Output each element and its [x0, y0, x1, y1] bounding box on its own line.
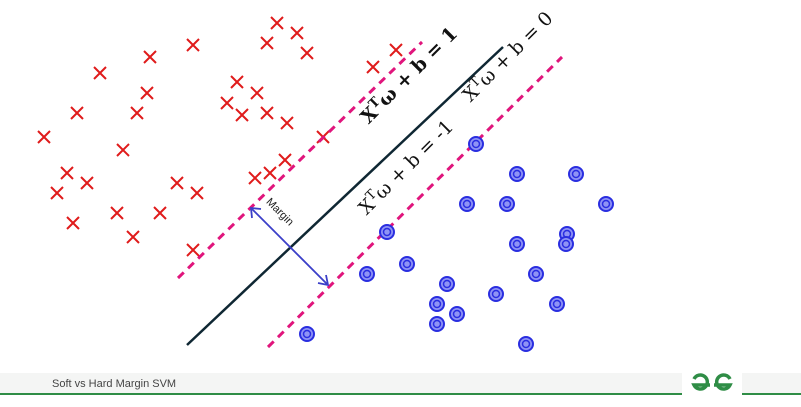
cross-point: [60, 166, 74, 180]
cross-point: [110, 206, 124, 220]
circle-point: [558, 236, 574, 252]
lower-margin-line: [266, 55, 564, 349]
circle-point: [499, 196, 515, 212]
cross-point: [93, 66, 107, 80]
cross-point: [250, 86, 264, 100]
cross-point: [389, 43, 403, 57]
cross-point: [130, 106, 144, 120]
circle-point: [468, 136, 484, 152]
class-negative-points: [37, 16, 403, 257]
circle-point: [459, 196, 475, 212]
circle-point: [429, 316, 445, 332]
cross-point: [186, 243, 200, 257]
cross-point: [220, 96, 234, 110]
circle-point: [549, 296, 565, 312]
cross-point: [278, 153, 292, 167]
cross-point: [190, 186, 204, 200]
cross-point: [153, 206, 167, 220]
circle-point: [359, 266, 375, 282]
cross-point: [126, 230, 140, 244]
cross-point: [50, 186, 64, 200]
cross-point: [186, 38, 200, 52]
hyperplane-line: [186, 46, 504, 346]
cross-point: [280, 116, 294, 130]
cross-point: [270, 16, 284, 30]
circle-point: [488, 286, 504, 302]
class-positive-points: [299, 136, 614, 352]
circle-point: [518, 336, 534, 352]
upper-margin-line: [176, 40, 424, 280]
cross-point: [235, 108, 249, 122]
gfg-logo-icon: [691, 373, 733, 391]
cross-point: [248, 171, 262, 185]
circle-point: [568, 166, 584, 182]
circle-point: [528, 266, 544, 282]
cross-point: [260, 106, 274, 120]
cross-point: [140, 86, 154, 100]
cross-point: [37, 130, 51, 144]
cross-point: [300, 46, 314, 60]
cross-point: [290, 26, 304, 40]
circle-point: [509, 236, 525, 252]
circle-point: [379, 224, 395, 240]
circle-point: [439, 276, 455, 292]
margin-arrow: [249, 206, 330, 287]
cross-point: [70, 106, 84, 120]
cross-point: [263, 166, 277, 180]
cross-point: [260, 36, 274, 50]
gfg-logo: [682, 367, 742, 397]
circle-point: [449, 306, 465, 322]
cross-point: [170, 176, 184, 190]
circle-point: [299, 326, 315, 342]
circle-point: [598, 196, 614, 212]
cross-point: [116, 143, 130, 157]
cross-point: [230, 75, 244, 89]
caption: Soft vs Hard Margin SVM: [52, 378, 177, 390]
circle-point: [429, 296, 445, 312]
footer-bar: Soft vs Hard Margin SVM: [0, 367, 801, 397]
cross-point: [366, 60, 380, 74]
circle-point: [399, 256, 415, 272]
cross-point: [80, 176, 94, 190]
cross-point: [143, 50, 157, 64]
circle-point: [509, 166, 525, 182]
cross-point: [66, 216, 80, 230]
